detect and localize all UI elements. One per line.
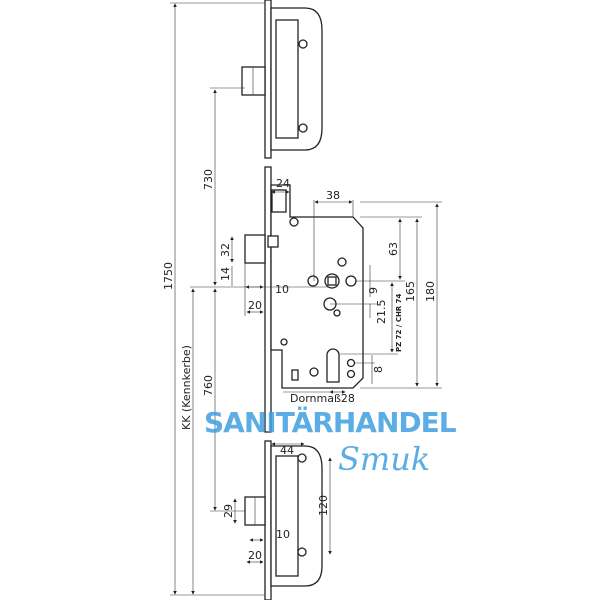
dim-14: 14 <box>219 267 232 281</box>
dim-44: 44 <box>280 444 294 457</box>
dim-29: 29 <box>222 504 235 518</box>
dim-bottom-20: 20 <box>248 549 262 562</box>
dim-120: 120 <box>317 495 330 516</box>
dim-165: 165 <box>404 281 417 302</box>
bottom-keeper <box>270 445 323 587</box>
bottom-bolt <box>244 496 266 526</box>
dim-9: 9 <box>367 287 380 294</box>
dim-dornmass: Dornmaß28 <box>290 392 355 405</box>
lock-body <box>244 184 364 389</box>
watermark-logo: SANITÄRHANDEL Smuk <box>204 405 458 478</box>
dim-760: 760 <box>202 375 215 396</box>
top-bolt <box>241 66 266 96</box>
dim-180: 180 <box>424 281 437 302</box>
watermark-line1: SANITÄRHANDEL <box>204 405 457 439</box>
dim-8: 8 <box>372 366 385 373</box>
dim-24: 24 <box>276 177 290 190</box>
dim-38: 38 <box>326 189 340 202</box>
dim-pz-chr: PZ 72 / CHR 74 <box>395 293 403 352</box>
dim-10: 10 <box>275 283 289 296</box>
dim-1750: 1750 <box>162 262 175 290</box>
dim-bottom-10: 10 <box>276 528 290 541</box>
dim-730: 730 <box>202 169 215 190</box>
dim-63: 63 <box>387 242 400 256</box>
dim-kk: KK (Kennkerbe) <box>180 345 193 430</box>
faceplate <box>264 0 272 600</box>
dim-20: 20 <box>248 299 262 312</box>
dimension-lines <box>170 2 442 596</box>
dim-32: 32 <box>219 243 232 257</box>
top-keeper <box>270 7 323 151</box>
dim-21-5: 21.5 <box>375 300 388 325</box>
watermark-line2: Smuk <box>338 440 430 478</box>
